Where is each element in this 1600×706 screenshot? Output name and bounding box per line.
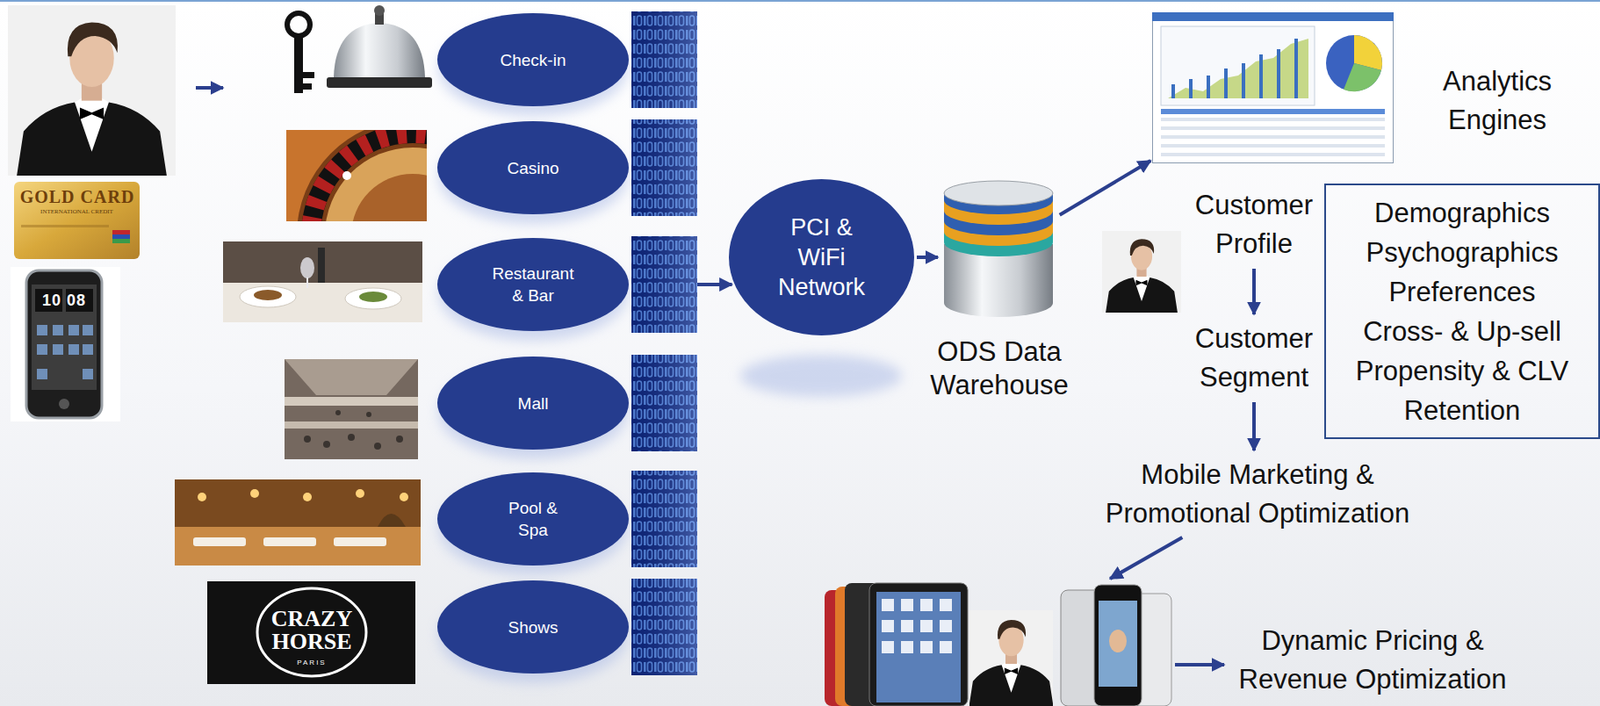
picture-label: INTERNATIONAL CREDIT xyxy=(26,208,128,217)
service-ellipse: Casino xyxy=(436,120,630,216)
node-text: Check-in xyxy=(454,49,613,72)
roulette-photo xyxy=(286,129,427,222)
flow-arrow xyxy=(1252,268,1256,315)
smartphone xyxy=(10,266,121,422)
attribute-item: Cross- & Up-sell xyxy=(1362,311,1562,352)
node-text: Restaurant & Bar xyxy=(487,262,579,307)
pricing-arrow xyxy=(1174,663,1225,667)
flow-arrow xyxy=(1252,402,1256,451)
binary-data-tiles xyxy=(631,11,698,676)
picture-node: Dynamic Pricing & Revenue Optimization xyxy=(824,579,1172,706)
ellipse-fill xyxy=(728,179,915,336)
text-node: Customer Profile xyxy=(1184,182,1324,267)
attribute-item: Psychographics xyxy=(1366,232,1559,273)
service-ellipse: Mall xyxy=(436,355,630,451)
key-icon xyxy=(287,13,315,94)
node-text: PCI & WiFi Network xyxy=(766,212,877,303)
node-heading: Dynamic Pricing & Revenue Optimization xyxy=(1227,621,1518,700)
ellipse-content: Casino xyxy=(436,120,630,216)
ellipse-content: Mall xyxy=(436,355,630,451)
ellipse-shape xyxy=(436,471,630,567)
flow-arrow xyxy=(1109,537,1182,579)
ellipse-content: PCI & WiFi Network xyxy=(727,178,916,337)
node-heading: ODS Data Warehouse xyxy=(920,335,1079,403)
attribute-item: Propensity & CLV xyxy=(1355,351,1569,391)
node-text: Casino xyxy=(454,157,613,180)
database-cylinder xyxy=(944,180,1053,318)
ellipse-fill xyxy=(437,580,629,674)
service-ellipse: Shows xyxy=(436,579,630,675)
bell-icon xyxy=(326,5,433,88)
show-logo xyxy=(207,581,416,685)
dashboard-screenshot xyxy=(1152,12,1394,164)
flow-arrow xyxy=(1059,160,1152,216)
picture-label: 10 08 xyxy=(35,290,94,310)
service-ellipse: Restaurant & Bar xyxy=(436,237,630,332)
ellipse-fill xyxy=(437,13,629,107)
ellipse-fill xyxy=(437,237,629,332)
attribute-box: DemographicsPsychographicsPreferencesCro… xyxy=(1324,183,1600,440)
mobile-devices xyxy=(824,583,1172,706)
ellipse-glow xyxy=(438,21,902,684)
guest-arrow xyxy=(195,86,224,90)
node-text: Pool & Spa xyxy=(497,497,569,541)
node-text: Customer Segment xyxy=(1188,319,1320,397)
node-text: Customer Profile xyxy=(1188,186,1320,264)
picture-label: CRAZY HORSE xyxy=(259,607,365,654)
ellipse-fill xyxy=(437,356,629,450)
ellipse-content: Restaurant & Bar xyxy=(436,237,630,332)
ellipse-fill xyxy=(437,121,629,215)
gold-card xyxy=(14,181,140,260)
service-ellipse: Check-in xyxy=(436,12,630,108)
ellipse-content: Check-in xyxy=(436,12,630,108)
node-text: Mall xyxy=(454,392,613,415)
ellipse-fill xyxy=(437,472,629,566)
mall-photo xyxy=(284,359,419,460)
profile-photo xyxy=(1101,230,1183,313)
text-node: Customer Segment xyxy=(1184,316,1324,401)
text-node: Mobile Marketing & Promotional Optimizat… xyxy=(1078,452,1437,537)
picture-label: PARIS xyxy=(285,658,339,668)
flow-arrow xyxy=(916,255,938,260)
top-rule xyxy=(0,0,1600,2)
picture-node: ODS Data Warehouse xyxy=(939,183,1059,319)
ellipse-content: Pool & Spa xyxy=(436,471,630,567)
attribute-item: Demographics xyxy=(1374,193,1550,233)
restaurant-photo xyxy=(223,241,423,323)
attribute-item: Retention xyxy=(1404,390,1521,431)
service-ellipse: Pool & Spa xyxy=(436,471,630,567)
guest-photo xyxy=(7,5,178,176)
ellipse-content: Shows xyxy=(436,579,630,675)
picture-label: GOLD CARD xyxy=(19,187,136,207)
node-heading: Analytics Engines xyxy=(1405,62,1590,140)
ellipse-shape xyxy=(436,237,630,332)
attribute-item: Preferences xyxy=(1388,272,1536,312)
picture-node: Analytics Engines xyxy=(1152,12,1394,164)
spa-photo xyxy=(174,479,421,566)
node-text: Mobile Marketing & Promotional Optimizat… xyxy=(1081,455,1434,534)
service-ellipse: PCI & WiFi Network xyxy=(727,178,916,337)
node-text: Shows xyxy=(454,616,613,639)
